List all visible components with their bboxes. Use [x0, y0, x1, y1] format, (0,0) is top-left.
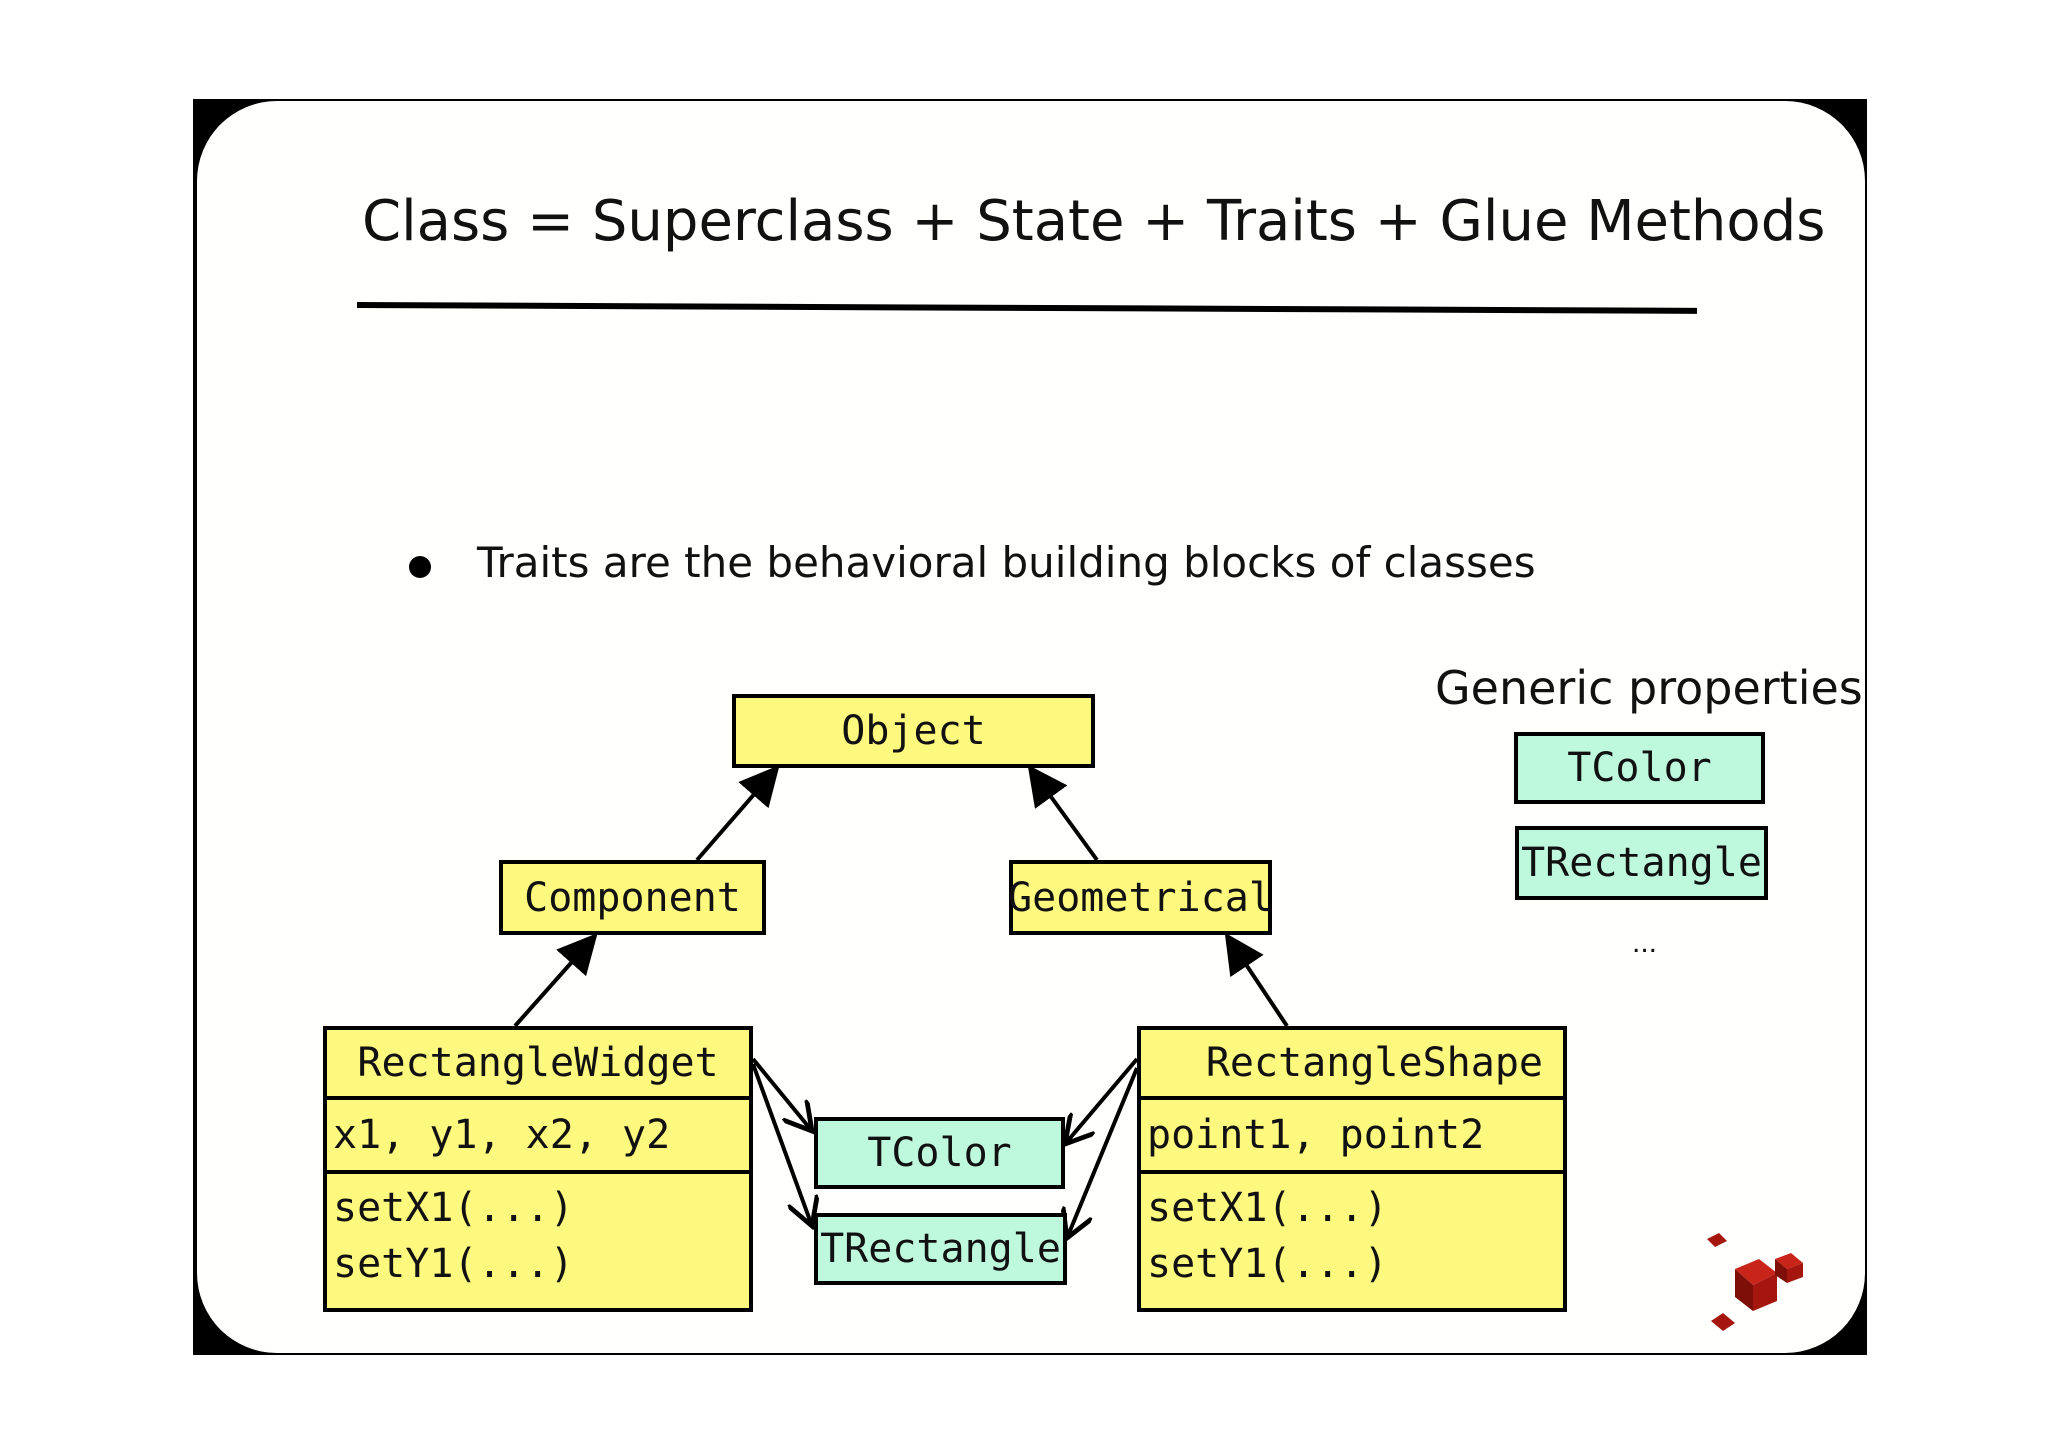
- generic-trait-trectangle: TRectangle: [1515, 826, 1768, 900]
- class-geometrical-label: Geometrical: [1008, 874, 1273, 921]
- inherit-arrow-geometrical-object: [1027, 764, 1099, 862]
- title-underline: [356, 302, 1698, 314]
- class-component-label: Component: [524, 874, 741, 921]
- method-item: setX1(...): [1147, 1185, 1388, 1231]
- class-rectangle-widget-state: x1, y1, x2, y2: [327, 1100, 749, 1174]
- class-geometrical: Geometrical: [1008, 860, 1273, 935]
- inherit-arrow-component-object: [695, 764, 780, 862]
- class-rectangle-shape: RectangleShape point1, point2 setX1(...)…: [1137, 1026, 1567, 1312]
- uses-arrow-shape-tcolor: [1065, 1057, 1139, 1144]
- class-component: Component: [499, 860, 766, 935]
- method-item: setY1(...): [333, 1241, 574, 1287]
- method-item: setX1(...): [333, 1185, 574, 1231]
- inherit-arrow-widget-component: [513, 933, 598, 1028]
- generic-properties-more: ...: [1632, 926, 1658, 959]
- inherit-arrow-shape-geometrical: [1224, 932, 1289, 1028]
- trait-tcolor-label: TColor: [867, 1130, 1012, 1176]
- uses-arrow-widget-tcolor: [751, 1057, 812, 1131]
- bullet-marker: [409, 556, 431, 578]
- uses-arrow-widget-trectangle: [751, 1063, 812, 1226]
- class-object-label: Object: [841, 708, 986, 754]
- trait-trectangle: TRectangle: [814, 1213, 1067, 1285]
- trait-trectangle-label: TRectangle: [820, 1226, 1061, 1272]
- red-cubes-logo-icon: [1707, 1233, 1803, 1331]
- class-rectangle-widget-methods: setX1(...) setY1(...): [327, 1174, 749, 1312]
- generic-trait-tcolor-label: TColor: [1567, 745, 1712, 791]
- class-rectangle-shape-name: RectangleShape: [1141, 1030, 1563, 1100]
- uses-arrow-shape-trectangle: [1067, 1067, 1139, 1238]
- class-rectangle-widget-name: RectangleWidget: [327, 1030, 749, 1100]
- class-rectangle-widget: RectangleWidget x1, y1, x2, y2 setX1(...…: [323, 1026, 753, 1312]
- trait-tcolor: TColor: [814, 1117, 1065, 1189]
- slide-title: Class = Superclass + State + Traits + Gl…: [362, 189, 1826, 254]
- class-object: Object: [732, 694, 1095, 768]
- method-item: setY1(...): [1147, 1241, 1388, 1287]
- generic-properties-heading: Generic properties: [1435, 661, 1863, 715]
- class-rectangle-shape-methods: setX1(...) setY1(...): [1141, 1174, 1563, 1312]
- generic-trait-tcolor: TColor: [1514, 732, 1765, 804]
- generic-trait-trectangle-label: TRectangle: [1521, 840, 1762, 886]
- class-rectangle-shape-state: point1, point2: [1141, 1100, 1563, 1174]
- bullet-text: Traits are the behavioral building block…: [477, 538, 1536, 587]
- slide: Class = Superclass + State + Traits + Gl…: [197, 101, 1865, 1353]
